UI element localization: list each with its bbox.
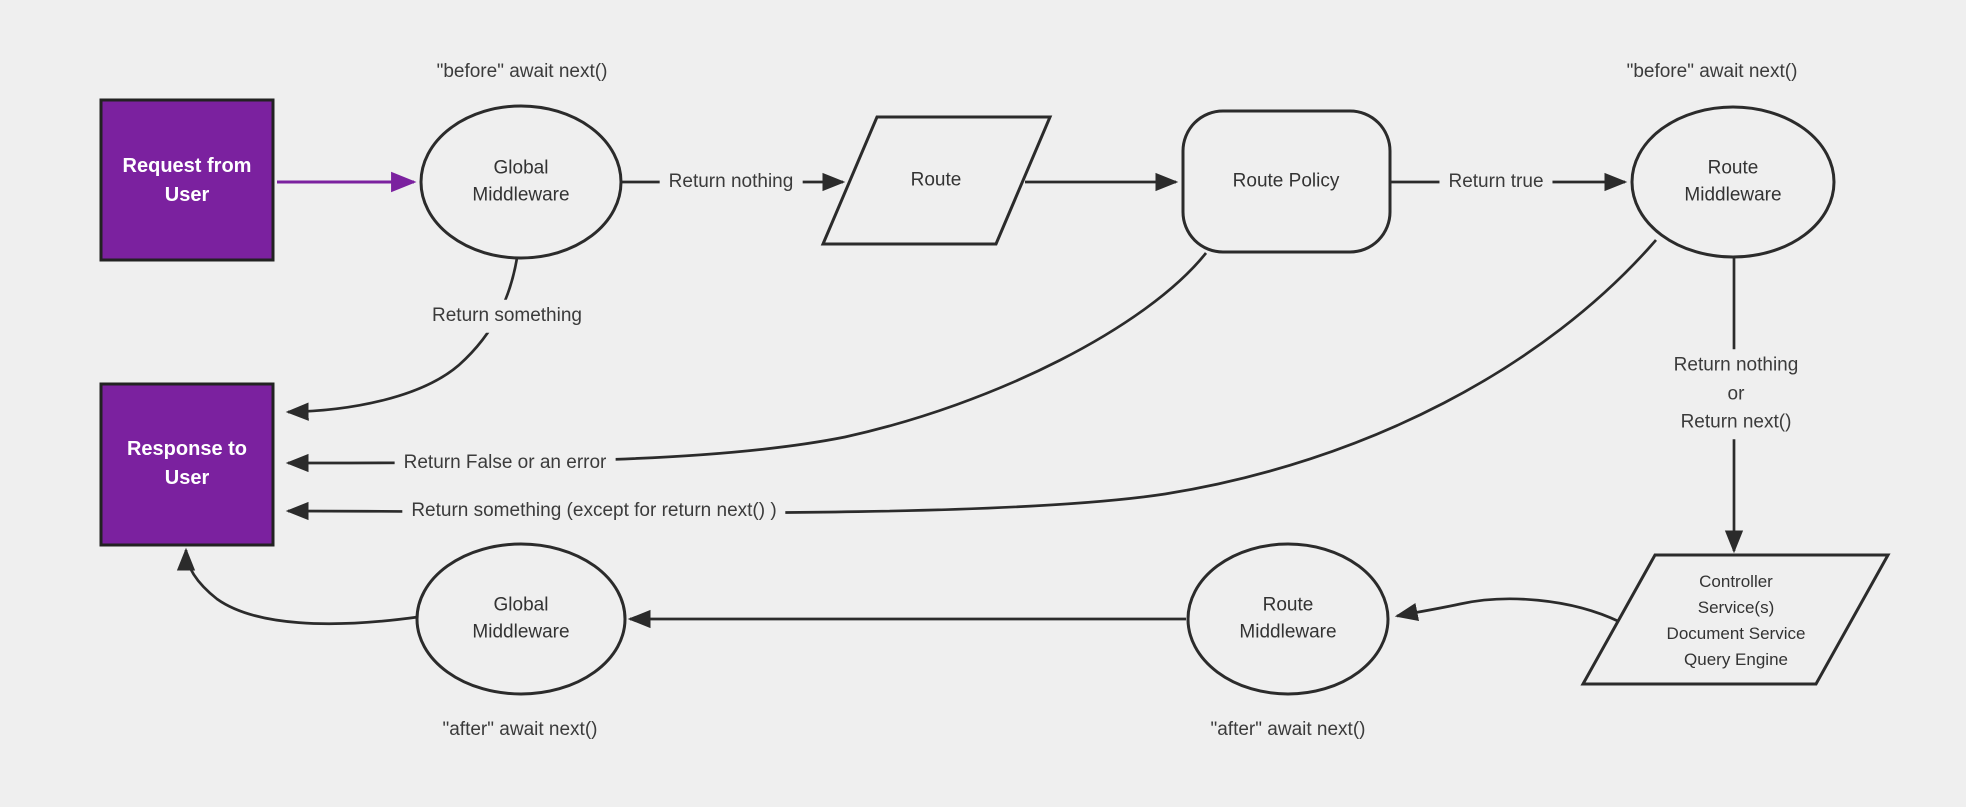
node-global-middleware-bottom: Global Middleware: [472, 592, 569, 645]
node-line: User: [164, 467, 210, 489]
node-global-middleware-top: Global Middleware: [472, 155, 569, 208]
node-route: Route: [911, 168, 962, 195]
node-line: Middleware: [472, 621, 570, 642]
node-line: Middleware: [1239, 621, 1337, 642]
route-middleware-top-shape: [1630, 105, 1836, 259]
label-return-something: Return something: [423, 299, 591, 333]
label-line: Return nothing: [1673, 354, 1799, 376]
edge-controller-to-route-middleware-bottom: [1394, 597, 1621, 624]
label-return-nothing-or-next: Return nothing or Return next(): [1664, 349, 1808, 439]
global-middleware-top-shape: [419, 104, 623, 260]
node-line: Global: [493, 594, 549, 616]
node-response-to-user: Response to User: [127, 435, 247, 493]
node-line: Service(s): [1697, 598, 1775, 617]
route-middleware-bottom-shape: [1186, 542, 1390, 696]
label-line: or: [1727, 382, 1745, 404]
node-request-from-user: Request from User: [123, 152, 252, 210]
route-policy-shape: [1181, 109, 1392, 254]
node-route-policy: Route Policy: [1233, 169, 1340, 196]
edge-global-middleware-bottom-to-response: [176, 547, 419, 626]
node-route-middleware-bottom: Route Middleware: [1239, 592, 1336, 645]
controller-shape: [1580, 553, 1891, 686]
label-before-await-next-left: "before" await next(): [436, 60, 608, 82]
node-controller: Controller Service(s) Document Service Q…: [1667, 569, 1806, 673]
label-return-something-except: Return something (except for return next…: [402, 494, 786, 528]
node-line: User: [164, 184, 210, 206]
label-return-true: Return true: [1439, 165, 1553, 199]
response-to-user-shape: [99, 382, 275, 547]
node-route-middleware-top: Route Middleware: [1684, 155, 1781, 208]
node-line: Route: [1707, 157, 1759, 179]
node-line: Global: [493, 157, 549, 179]
label-line: Return next(): [1680, 411, 1792, 433]
edge-global-middleware-return-something-to-response: [285, 257, 519, 421]
label-return-false-or-error: Return False or an error: [394, 446, 616, 480]
node-line: Route: [910, 169, 962, 191]
label-after-await-next-left: "after" await next(): [442, 718, 598, 740]
node-line: Controller: [1699, 572, 1773, 591]
label-after-await-next-right: "after" await next(): [1210, 718, 1366, 740]
node-line: Middleware: [1684, 184, 1782, 205]
node-line: Request from: [122, 155, 252, 177]
route-shape: [820, 115, 1053, 246]
edge-route-policy-return-false-to-response: [285, 252, 1208, 473]
request-from-user-shape: [99, 98, 275, 262]
node-line: Response to: [126, 438, 248, 460]
node-line: Query Engine: [1684, 650, 1788, 669]
node-line: Route Policy: [1232, 170, 1340, 192]
node-line: Route: [1262, 594, 1314, 616]
label-before-await-next-right: "before" await next(): [1626, 60, 1798, 82]
global-middleware-bottom-shape: [415, 542, 627, 696]
label-return-nothing: Return nothing: [659, 165, 803, 199]
node-line: Document Service: [1666, 624, 1806, 643]
node-line: Middleware: [472, 184, 570, 205]
